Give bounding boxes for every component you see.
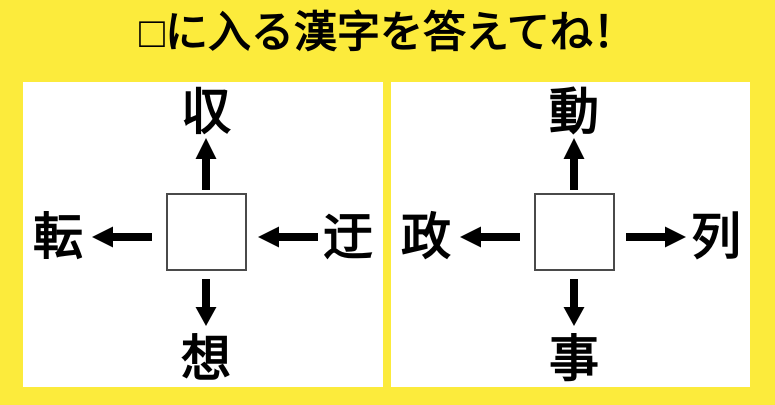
kanji-top: 収 xyxy=(181,84,231,140)
arrow-up-icon xyxy=(195,138,217,190)
kanji-left: 転 xyxy=(33,209,83,265)
arrow-up-icon xyxy=(563,138,585,190)
kanji-bottom: 想 xyxy=(181,331,231,387)
puzzle-panel-left: 収 転 迂 想 xyxy=(23,82,383,387)
arrow-right-icon xyxy=(626,226,686,248)
answer-box xyxy=(534,193,615,271)
answer-box xyxy=(166,193,247,271)
arrow-left-icon xyxy=(258,226,318,248)
kanji-right: 列 xyxy=(691,209,741,265)
puzzle-panel-right: 動 政 列 事 xyxy=(391,82,750,387)
kanji-left: 政 xyxy=(401,209,451,265)
kanji-bottom: 事 xyxy=(549,331,599,387)
kanji-right: 迂 xyxy=(323,209,373,265)
page-title: □に入る漢字を答えてね！ xyxy=(139,9,636,57)
kanji-top: 動 xyxy=(549,84,599,140)
arrow-down-icon xyxy=(195,279,217,326)
arrow-left-icon xyxy=(460,226,520,248)
arrow-down-icon xyxy=(563,279,585,326)
arrow-left-icon xyxy=(92,226,152,248)
